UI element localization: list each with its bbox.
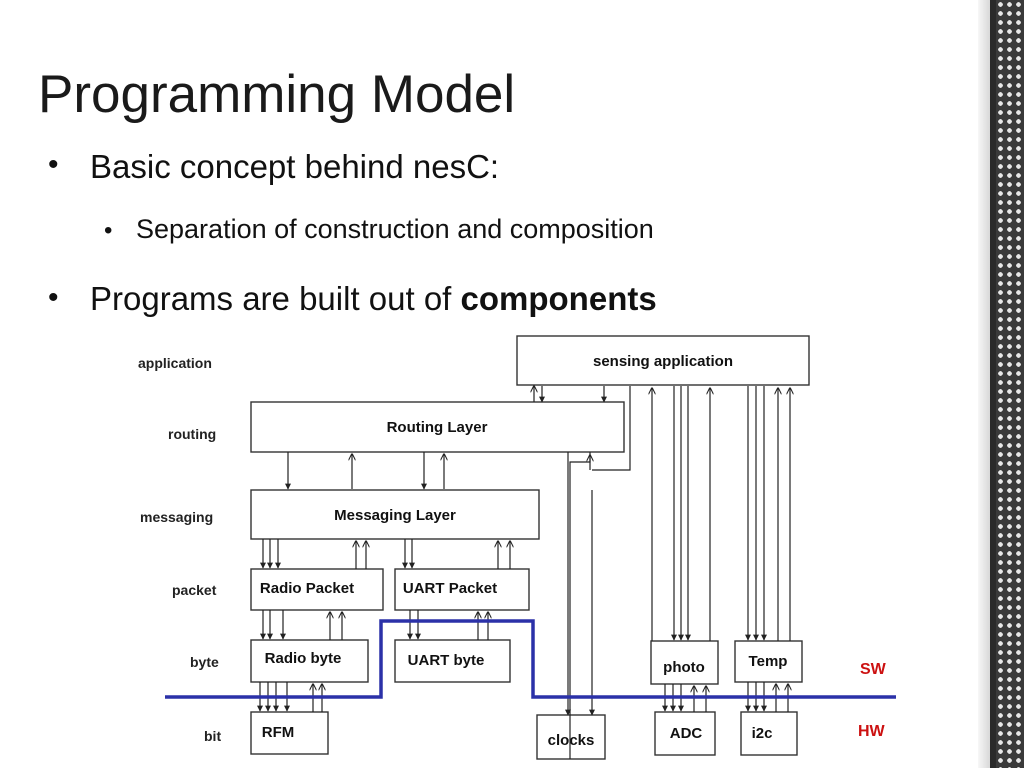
sw-hw-boundary-line (165, 619, 896, 699)
bullet-3: Programs are built out of components (90, 280, 657, 318)
routing-layer-box (250, 401, 625, 453)
sensing-application-label: sensing application (593, 353, 733, 370)
bullet-3-bold: components (460, 280, 657, 317)
rfm-box (250, 711, 329, 755)
clocks-box (536, 714, 606, 760)
i2c-label: i2c (752, 725, 773, 742)
radio-packet-label: Radio Packet (260, 580, 354, 597)
photo-box (650, 640, 719, 685)
layer-label-routing: routing (168, 426, 216, 442)
hw-label: HW (858, 723, 886, 740)
layer-label-bit: bit (204, 728, 221, 744)
layer-label-messaging: messaging (140, 509, 213, 525)
layer-label-byte: byte (190, 654, 219, 670)
radio-byte-label: Radio byte (265, 650, 342, 667)
layer-label-packet: packet (172, 582, 217, 598)
radio-byte-box (250, 639, 369, 683)
bullet-dot: • (48, 281, 59, 314)
uart-packet-box (394, 568, 530, 611)
slide-title: Programming Model (38, 65, 516, 124)
bullet-1: Basic concept behind nesC: (90, 148, 500, 185)
side-band-mesh (996, 0, 1024, 768)
temp-label: Temp (749, 653, 788, 670)
sw-label: SW (860, 661, 887, 678)
adc-box (654, 711, 716, 756)
adc-label: ADC (670, 725, 703, 742)
bullet-2: Separation of construction and compositi… (136, 214, 654, 244)
layer-label-application: application (138, 355, 212, 371)
uart-byte-label: UART byte (408, 652, 485, 669)
messaging-layer-label: Messaging Layer (334, 507, 456, 524)
bullet-3-text: Programs are built out of (90, 280, 461, 317)
messaging-layer-box (250, 489, 540, 540)
photo-label: photo (663, 659, 705, 676)
decorative-side-band (978, 0, 1024, 768)
uart-byte-box (394, 639, 511, 683)
temp-box (734, 640, 803, 683)
clocks-label: clocks (548, 732, 595, 749)
radio-packet-box (250, 568, 384, 611)
routing-layer-label: Routing Layer (387, 419, 488, 436)
uart-packet-label: UART Packet (403, 580, 497, 597)
side-band-edge (978, 0, 990, 768)
i2c-box (740, 711, 798, 756)
sensing-application-box (516, 335, 810, 386)
connectors (257, 386, 790, 759)
sub-bullet-dot: • (104, 217, 113, 244)
rfm-label: RFM (262, 724, 295, 741)
bullet-dot: • (48, 148, 59, 181)
